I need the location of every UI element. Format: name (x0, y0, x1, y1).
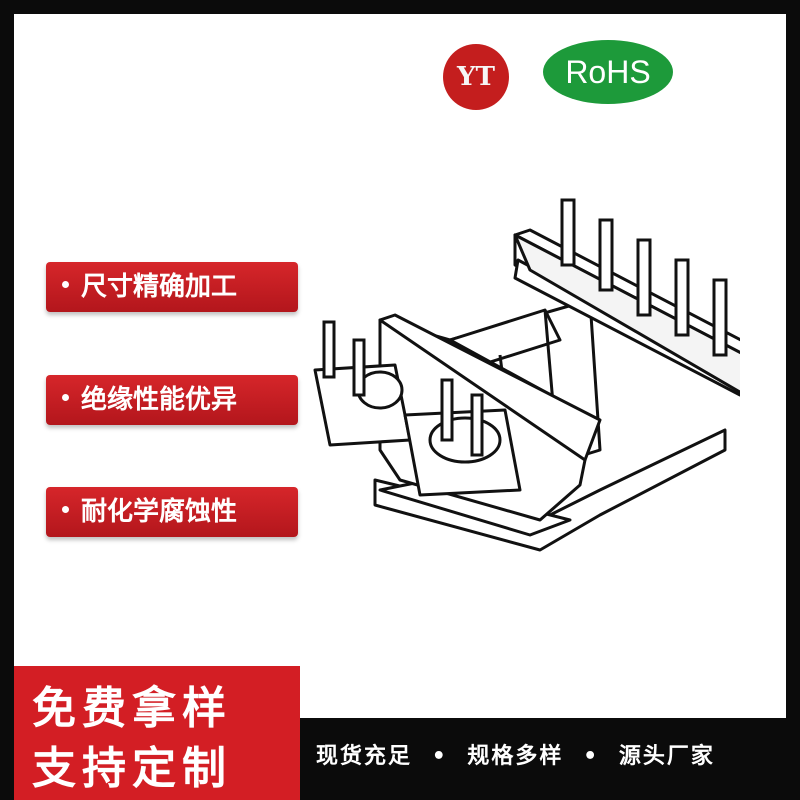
feature-badge-1: 尺寸精确加工 (46, 262, 298, 312)
slogan-separator: • (583, 744, 600, 769)
bullet-icon (62, 281, 69, 288)
slogan-item-2: 规格多样 (467, 744, 564, 769)
promo-line-1: 免费拿样 (32, 683, 232, 734)
feature-badge-2: 绝缘性能优异 (46, 375, 298, 425)
bottom-bar (300, 718, 800, 800)
feature-label: 绝缘性能优异 (81, 385, 238, 415)
slogan-item-3: 源头厂家 (618, 744, 715, 769)
promo-line-2: 支持定制 (32, 743, 232, 794)
slogan-separator: • (431, 744, 448, 769)
brand-title: 扬通电子 (28, 14, 285, 82)
slogan: 现货充足 • 规格多样 • 源头厂家 (316, 738, 715, 770)
feature-label: 耐化学腐蚀性 (81, 497, 238, 527)
bullet-icon (62, 506, 69, 513)
slogan-item-1: 现货充足 (316, 744, 413, 769)
bobbin-illustration (313, 198, 740, 552)
promo-panel: 免费拿样 支持定制 (14, 666, 300, 800)
feature-label: 尺寸精确加工 (81, 272, 238, 302)
yt-logo-icon: YT (443, 44, 509, 110)
title-bar: 扬通电子 (0, 0, 800, 98)
feature-badge-3: 耐化学腐蚀性 (46, 487, 298, 537)
rohs-badge: RoHS (543, 40, 673, 104)
bullet-icon (62, 394, 69, 401)
